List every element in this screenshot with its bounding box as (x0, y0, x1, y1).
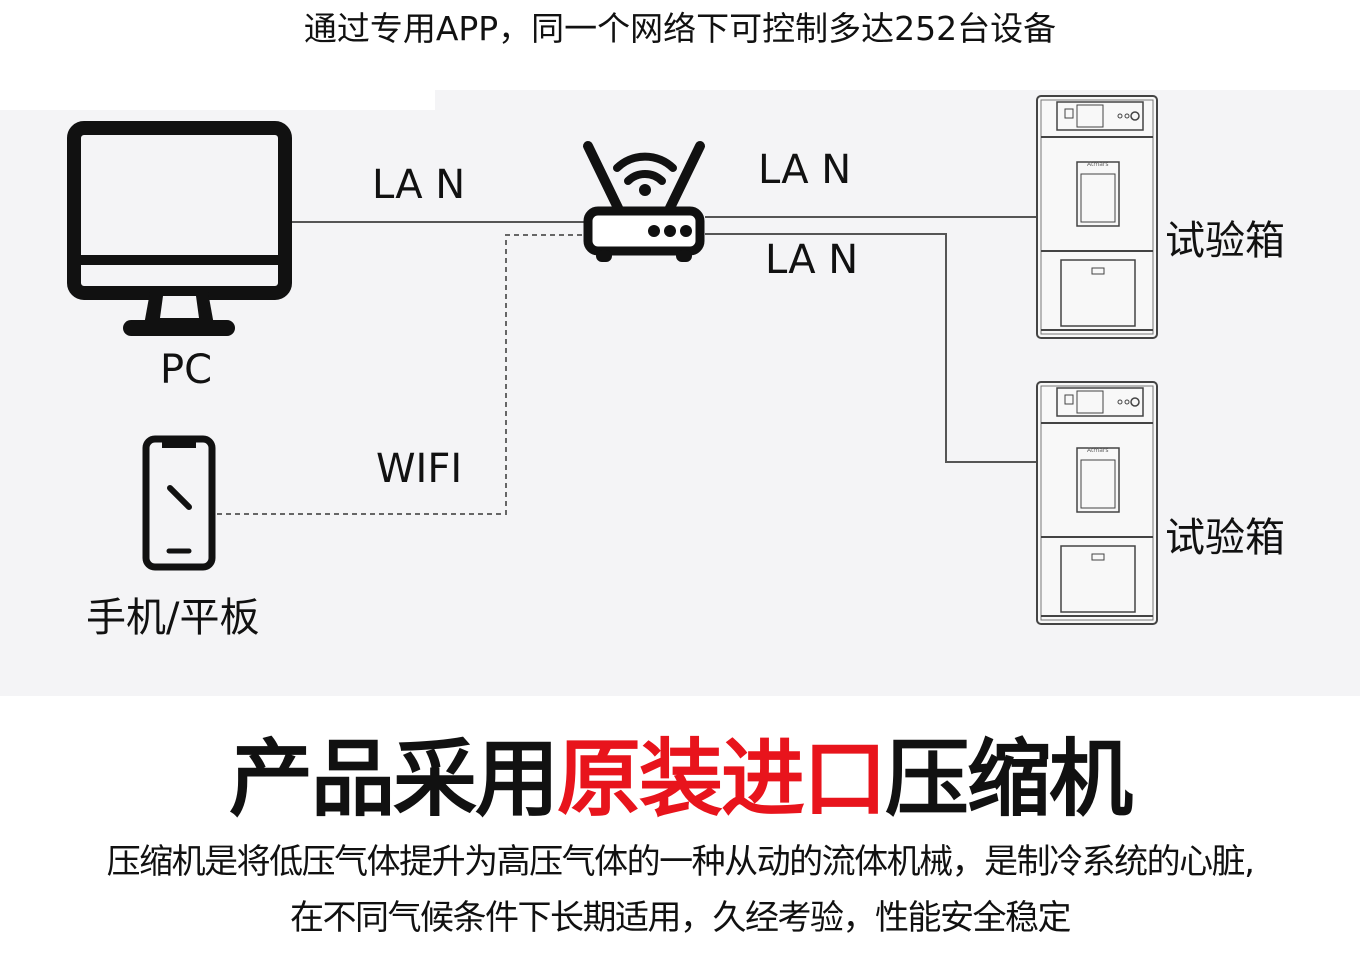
chamber1-label: 试验箱 (1165, 218, 1285, 264)
headline-part3: 压缩机 (885, 730, 1133, 828)
lan-label-chamber1: LA N (758, 147, 852, 193)
page-title: 通过专用APP，同一个网络下可控制多达252台设备 (303, 9, 1057, 48)
wifi-line (216, 234, 582, 515)
lan-line-router-chamber2 (705, 233, 1038, 463)
headline-part1: 产品采用 (228, 730, 559, 828)
test-chamber-2-icon (1036, 381, 1158, 625)
pc-label: PC (160, 347, 213, 393)
pc-monitor-icon (67, 121, 292, 336)
description-line2: 在不同气候条件下长期适用，久经考验，性能安全稳定 (290, 898, 1072, 938)
router-icon (583, 141, 705, 262)
chamber1-brand: Atmars (1087, 161, 1109, 168)
test-chamber-1-icon (1036, 95, 1158, 339)
headline: 产品采用原装进口压缩机 (0, 712, 1360, 833)
chamber2-label: 试验箱 (1165, 515, 1285, 561)
wifi-label: WIFI (376, 446, 463, 492)
mobile-label: 手机/平板 (86, 595, 260, 641)
lan-label-chamber2: LA N (765, 237, 859, 283)
description-line1: 压缩机是将低压气体提升为高压气体的一种从动的流体机械，是制冷系统的心脏, (106, 842, 1255, 882)
headline-highlight: 原装进口 (556, 730, 887, 828)
lan-label-pc: LA N (372, 162, 466, 208)
mobile-phone-icon (142, 435, 216, 571)
chamber2-brand: Atmars (1087, 447, 1109, 454)
